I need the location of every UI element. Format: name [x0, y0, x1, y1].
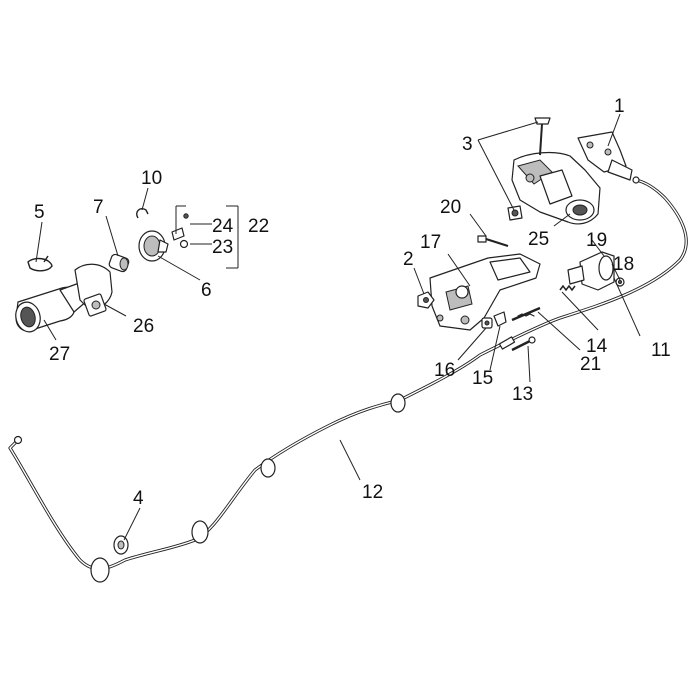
spring-14	[559, 284, 576, 292]
callout-15: 15	[472, 368, 493, 389]
callout-16: 16	[434, 360, 455, 381]
callout-3: 3	[462, 134, 473, 155]
screw-20	[477, 235, 509, 248]
callout-2: 2	[403, 249, 414, 270]
cable-clip-4	[113, 535, 129, 555]
callout-13: 13	[512, 384, 533, 405]
callout-24: 24	[212, 216, 234, 237]
callout-22: 22	[248, 216, 269, 237]
callout-14: 14	[586, 336, 608, 357]
release-handle-27	[15, 281, 89, 333]
cable-clip-loop	[191, 520, 209, 544]
callout-23: 23	[212, 237, 233, 258]
bolts-3	[507, 117, 551, 221]
cable-end-fitting	[13, 435, 23, 445]
nut-2	[417, 291, 435, 309]
cable-clip-loop	[260, 458, 276, 478]
rod-21	[511, 306, 541, 322]
callout-labels: 1 2 3 4 5 6 7 10 11 12 13 14 15 16 17 18…	[34, 96, 671, 509]
callout-26: 26	[133, 316, 154, 337]
bushing-7	[108, 253, 130, 273]
callout-20: 20	[440, 197, 461, 218]
pin-16	[481, 317, 493, 329]
pin-13	[511, 336, 536, 352]
leader-lines	[35, 113, 641, 541]
retaining-clip-10	[136, 208, 149, 219]
latch-assembly-25	[511, 151, 601, 225]
callout-27: 27	[49, 344, 70, 365]
cable-ferrule	[498, 336, 516, 350]
screw-18	[615, 277, 625, 287]
cable-clip-loop	[90, 557, 110, 583]
callout-19: 19	[586, 230, 607, 251]
lever-bracket-17	[429, 253, 541, 331]
callout-18: 18	[613, 254, 634, 275]
callout-12: 12	[362, 482, 383, 503]
callout-6: 6	[201, 280, 212, 301]
spring-clip-5	[27, 255, 53, 272]
callout-1: 1	[614, 96, 625, 117]
callout-11: 11	[651, 340, 671, 361]
release-cable-12	[8, 176, 688, 583]
callout-21: 21	[580, 354, 601, 375]
lock-cylinder-6	[138, 230, 169, 262]
callout-10: 10	[141, 168, 162, 189]
clip-15	[493, 311, 507, 327]
callout-25: 25	[528, 229, 549, 250]
callout-7: 7	[93, 197, 104, 218]
cable-end-fitting	[632, 176, 640, 184]
cable-clip-loop	[390, 393, 406, 413]
callout-17: 17	[420, 232, 441, 253]
bezel-26	[74, 263, 113, 317]
callout-5: 5	[34, 202, 45, 223]
actuator-19	[567, 251, 615, 291]
callout-4: 4	[133, 488, 144, 509]
key-parts-22-24	[171, 213, 189, 249]
hinge-bracket-1	[577, 131, 633, 181]
